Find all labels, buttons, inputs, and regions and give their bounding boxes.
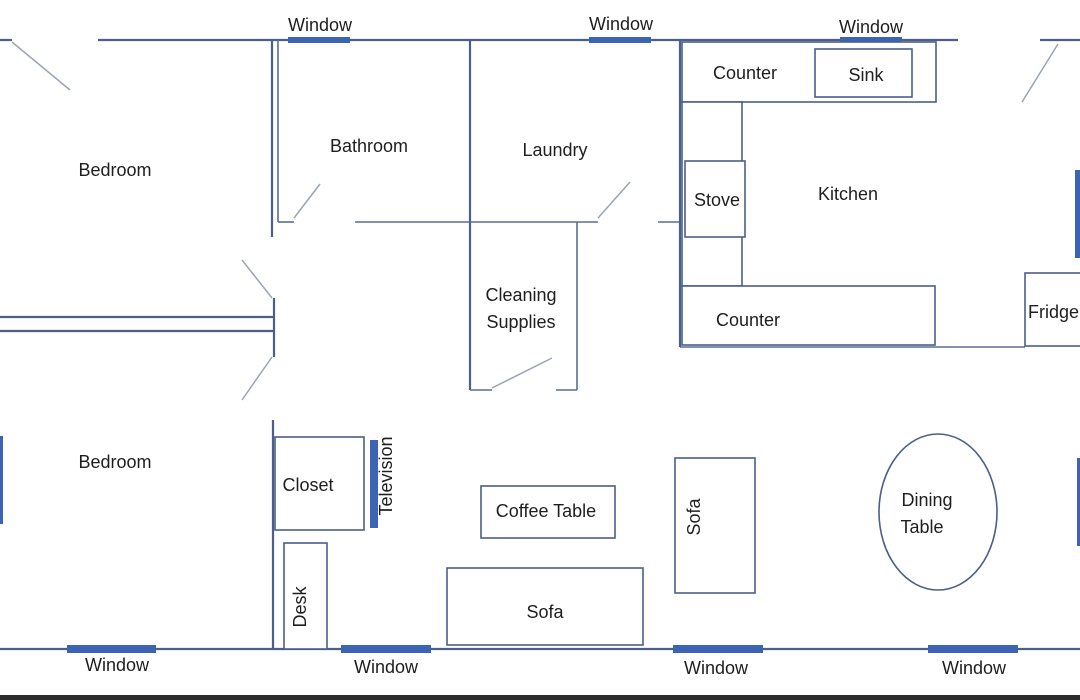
- sofa-horizontal: [446, 567, 644, 646]
- room-labels: Bedroom Bathroom Laundry Kitchen Cleanin…: [78, 136, 878, 472]
- window-bottom-4-bar: [928, 645, 1018, 653]
- furniture: [274, 433, 998, 650]
- fixture-label-television: Television: [376, 436, 396, 515]
- bottom-border: [0, 695, 1080, 700]
- closet: [274, 436, 365, 531]
- exterior-walls: [0, 38, 1080, 651]
- door-swing: [241, 356, 273, 401]
- dining-table: [878, 433, 998, 591]
- window-bottom-3-bar: [673, 645, 763, 653]
- window-right-upper-bar: [1075, 170, 1080, 258]
- fixture-label-desk: Desk: [290, 585, 310, 627]
- door-swing: [1021, 43, 1059, 103]
- door-swings: [11, 41, 1059, 401]
- sink: [814, 48, 913, 98]
- fixture-label-coffee-table: Coffee Table: [496, 501, 596, 521]
- fixture-label-closet: Closet: [282, 475, 333, 495]
- window-top-1-bar: [288, 37, 350, 43]
- window-label-top-3: Window: [839, 17, 904, 37]
- stove: [684, 160, 746, 238]
- fixture-labels: Counter Sink Stove Counter Fridge Closet…: [282, 63, 1079, 628]
- room-label-bedroom-bottom: Bedroom: [78, 452, 151, 472]
- window-bottom-1-bar: [67, 645, 156, 653]
- fixture-label-sofa-horizontal: Sofa: [526, 602, 564, 622]
- window-bars: [0, 37, 1080, 653]
- door-swing: [11, 41, 71, 91]
- fixture-label-dining-line-1: Dining: [901, 490, 952, 510]
- fixture-label-counter-bottom: Counter: [716, 310, 780, 330]
- room-label-cleaning-line-1: Cleaning: [485, 285, 556, 305]
- fixture-label-stove: Stove: [694, 190, 740, 210]
- window-label-bottom-1: Window: [85, 655, 150, 675]
- room-label-bathroom: Bathroom: [330, 136, 408, 156]
- window-top-2-bar: [589, 37, 651, 43]
- room-label-kitchen: Kitchen: [818, 184, 878, 204]
- fixture-label-sink: Sink: [848, 65, 884, 85]
- room-label-laundry: Laundry: [522, 140, 587, 160]
- fixture-label-dining-line-2: Table: [900, 517, 943, 537]
- fridge: [1024, 272, 1080, 347]
- window-labels: Window Window Window Window Window Windo…: [85, 14, 1007, 678]
- window-label-top-1: Window: [288, 15, 353, 35]
- window-left-bar: [0, 436, 3, 524]
- door-swing: [491, 357, 553, 389]
- kitchen-fixtures: [681, 41, 1080, 347]
- door-swing: [597, 181, 631, 219]
- window-right-lower-bar: [1077, 458, 1080, 546]
- window-top-3-bar: [840, 37, 902, 43]
- television-bar: [370, 440, 378, 528]
- sofa-vertical: [674, 457, 756, 594]
- fixture-label-counter-top: Counter: [713, 63, 777, 83]
- counter-bottom: [681, 285, 936, 346]
- window-label-bottom-2: Window: [354, 657, 419, 677]
- coffee-table: [480, 485, 616, 539]
- room-label-bedroom-top: Bedroom: [78, 160, 151, 180]
- fixture-label-fridge: Fridge: [1028, 302, 1079, 322]
- window-bottom-2-bar: [341, 645, 431, 653]
- window-label-bottom-4: Window: [942, 658, 1007, 678]
- window-label-bottom-3: Window: [684, 658, 749, 678]
- interior-walls: [0, 40, 1025, 649]
- fixture-label-sofa-vertical: Sofa: [684, 497, 704, 535]
- room-label-cleaning-line-2: Supplies: [486, 312, 555, 332]
- desk: [283, 542, 328, 650]
- window-label-top-2: Window: [589, 14, 654, 34]
- door-swing: [293, 183, 321, 219]
- door-swing: [241, 259, 273, 299]
